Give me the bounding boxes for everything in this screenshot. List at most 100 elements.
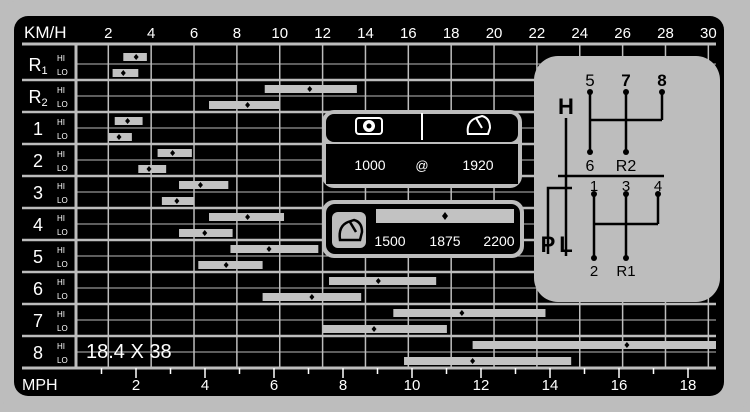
gear-number: 5 (33, 247, 43, 267)
rpm-max: 2200 (483, 233, 514, 249)
speed-bar-hi (329, 277, 437, 285)
speed-marker (116, 134, 122, 140)
gear-number: 4 (33, 215, 43, 235)
speed-marker (170, 150, 176, 156)
hi-label: HI (57, 246, 65, 255)
pto-icon (355, 117, 383, 135)
hi-label: HI (57, 86, 65, 95)
range-high: H (558, 94, 574, 119)
at-symbol: @ (415, 158, 428, 173)
gear-number: 2 (33, 151, 43, 171)
kmh-tick-label: 14 (357, 25, 374, 42)
kmh-tick-label: 22 (529, 25, 546, 42)
gear-label: 8 (33, 343, 43, 363)
hi-label: HI (57, 118, 65, 127)
speed-bar-hi (393, 309, 546, 317)
gear-label: 6 (33, 279, 43, 299)
mph-unit-label: MPH (22, 377, 58, 394)
mph-tick-label: 14 (542, 377, 559, 394)
gear-label: R2 (28, 87, 47, 109)
hi-label: HI (57, 310, 65, 319)
kmh-tick-label: 18 (443, 25, 460, 42)
mph-tick-label: 4 (201, 377, 209, 394)
speed-range-bars (108, 53, 716, 365)
kmh-tick-label: 30 (700, 25, 717, 42)
shift-gear-2: 2 (590, 263, 598, 280)
speed-marker (375, 278, 381, 284)
kmh-tick-label: 16 (400, 25, 417, 42)
kmh-tick-label: 8 (233, 25, 241, 42)
engine-rpm-value: 1920 (462, 157, 493, 173)
lo-label: LO (57, 292, 68, 301)
shift-gear-r1: R1 (616, 263, 635, 280)
shift-gear-4: 4 (654, 178, 662, 195)
rpm-mid: 1875 (429, 233, 460, 249)
lo-label: LO (57, 356, 68, 365)
speed-bar-lo (209, 101, 280, 109)
speed-marker (133, 54, 139, 60)
lo-label: LO (57, 132, 68, 141)
mph-tick-label: 8 (339, 377, 347, 394)
speed-marker (245, 214, 251, 220)
shift-gear-8: 8 (657, 71, 666, 90)
kmh-unit-label: KM/H (24, 23, 67, 42)
gear-label: 5 (33, 247, 43, 267)
shift-gear-1: 1 (590, 178, 598, 195)
engine-icon (332, 212, 366, 248)
lo-label: LO (57, 164, 68, 173)
hi-label: HI (57, 278, 65, 287)
gear-number: R (28, 87, 41, 107)
shift-pattern: 5 7 8 6 R2 1 3 4 2 R1 H P L (534, 56, 720, 302)
mph-tick-label: 12 (473, 377, 490, 394)
gear-number: 6 (33, 279, 43, 299)
rpm-marker (442, 212, 448, 220)
speed-bar-lo (404, 357, 572, 365)
kmh-tick-label: 28 (657, 25, 674, 42)
engine-pto-box: 1000 @ 1920 (322, 110, 522, 188)
speed-marker (459, 310, 465, 316)
mph-tick-label: 6 (270, 377, 278, 394)
mph-tick-label: 10 (404, 377, 421, 394)
speed-marker (470, 358, 476, 364)
kmh-tick-label: 26 (614, 25, 631, 42)
gear-label: 2 (33, 151, 43, 171)
mph-tick-label: 18 (680, 377, 697, 394)
kmh-tick-label: 10 (271, 25, 288, 42)
speed-marker (174, 198, 180, 204)
lo-label: LO (57, 68, 68, 77)
speed-marker (309, 294, 315, 300)
engine-icon (466, 114, 492, 135)
speed-marker (202, 230, 208, 236)
lo-label: LO (57, 100, 68, 109)
lo-label: LO (57, 260, 68, 269)
pto-rpm-value: 1000 (354, 157, 385, 173)
speed-marker (307, 86, 313, 92)
kmh-tick-label: 4 (147, 25, 155, 42)
range-p: P (541, 232, 556, 257)
gear-label: 7 (33, 311, 43, 331)
mph-tick-label: 2 (132, 377, 140, 394)
shift-gear-7: 7 (621, 71, 630, 90)
speed-marker (197, 182, 203, 188)
speed-marker (245, 102, 251, 108)
gear-label: 1 (33, 119, 43, 139)
mph-tick-marks (100, 368, 689, 378)
speed-marker (146, 166, 152, 172)
tire-size: 18.4 X 38 (86, 341, 172, 363)
gear-number: 3 (33, 183, 43, 203)
speed-bar-hi (472, 341, 716, 349)
speed-bar-lo (322, 325, 447, 333)
gear-label: 3 (33, 183, 43, 203)
kmh-tick-label: 24 (571, 25, 588, 42)
shift-gear-6: 6 (586, 158, 595, 175)
speed-bar-hi (230, 245, 319, 253)
hi-label: HI (57, 54, 65, 63)
hi-label: HI (57, 214, 65, 223)
gear-number: 1 (33, 119, 43, 139)
gear-number: R (28, 55, 41, 75)
lo-label: LO (57, 228, 68, 237)
